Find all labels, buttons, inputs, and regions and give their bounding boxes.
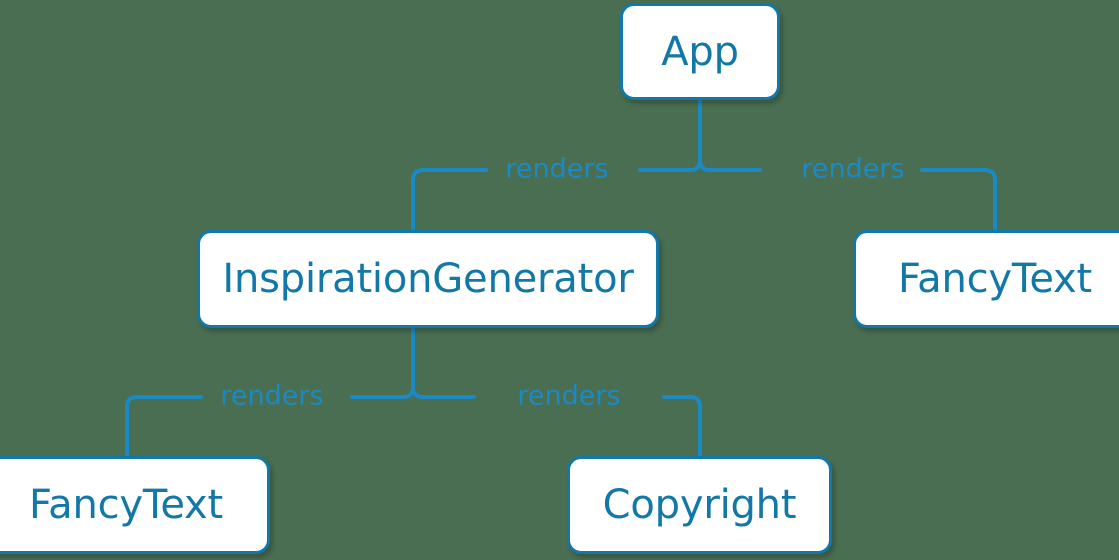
edge-label-inspiration-generator-to-copyright: renders	[517, 380, 621, 412]
edge-inspiration-generator-stem-right	[411, 385, 476, 399]
edge-inspiration-generator-to-copyright	[662, 395, 702, 458]
node-fancytext-right[interactable]: FancyText	[853, 230, 1119, 328]
edge-inspiration-generator-stem	[350, 326, 415, 399]
node-app[interactable]: App	[620, 3, 780, 100]
node-fancytext-bottom-label: FancyText	[29, 482, 223, 528]
edge-app-to-fancytext-right	[920, 168, 997, 232]
edge-label-inspiration-generator-to-fancytext-bottom: renders	[220, 380, 324, 412]
edge-app-to-inspiration-generator	[411, 168, 488, 232]
node-fancytext-right-label: FancyText	[898, 256, 1092, 302]
node-fancytext-bottom[interactable]: FancyText	[0, 456, 270, 554]
node-copyright[interactable]: Copyright	[567, 456, 832, 554]
edge-label-app-to-inspiration-generator: renders	[505, 153, 609, 185]
edge-label-app-to-fancytext-right: renders	[801, 153, 905, 185]
edge-app-stem-right	[698, 158, 762, 172]
edge-inspiration-generator-to-fancytext-bottom	[125, 395, 203, 458]
node-inspiration-generator[interactable]: InspirationGenerator	[197, 230, 659, 328]
node-copyright-label: Copyright	[602, 482, 797, 528]
node-app-label: App	[661, 28, 739, 75]
edge-app-stem	[638, 98, 702, 172]
node-inspiration-generator-label: InspirationGenerator	[222, 256, 634, 302]
